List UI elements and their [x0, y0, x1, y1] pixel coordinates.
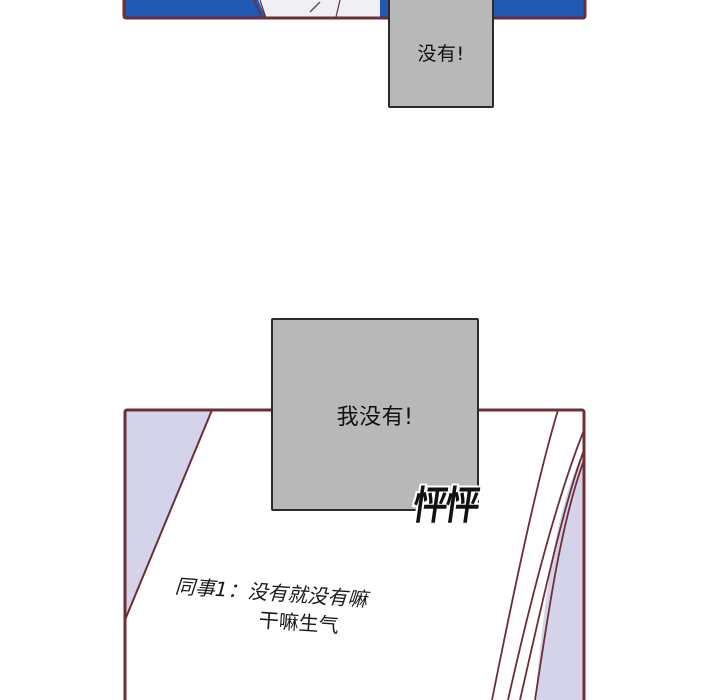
paper-edge-line: [519, 449, 585, 700]
paper-edge-line: [491, 409, 559, 700]
top-panel-line: [335, 0, 341, 18]
paper-edge-line: [507, 429, 585, 700]
bottom-panel-right-shade: [535, 450, 584, 700]
speech-bubble-middle: 我没有!: [271, 318, 479, 511]
bottom-panel-line: [124, 409, 213, 621]
speech-bubble-text: 我没有!: [336, 404, 414, 430]
top-panel-character-shirt: [258, 0, 380, 18]
top-panel-border: [122, 0, 587, 20]
top-panel-line: [253, 0, 263, 19]
paper-edge-line: [534, 459, 585, 700]
top-panel: [122, 0, 587, 20]
sound-effect-heartbeat: 怦怦: [410, 483, 481, 530]
speech-bubble-text: 没有!: [417, 42, 465, 65]
top-panel-line: [309, 1, 321, 13]
top-panel-line: [259, 0, 267, 19]
bottom-panel: [123, 408, 586, 700]
speech-bubble-top: 没有!: [388, 0, 494, 108]
